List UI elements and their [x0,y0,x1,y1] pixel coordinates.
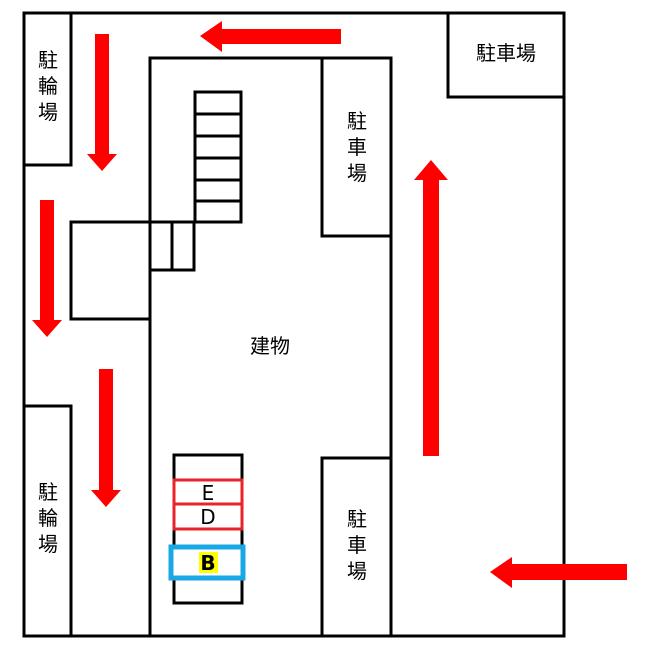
arrow-down-left-2 [32,200,62,337]
parking-top-right [446,11,566,99]
slot-b-label: B [200,551,215,575]
arrow-top-left [200,21,341,52]
bicycle-parking-top-left [22,11,73,167]
parking-bottom-right-label: 駐車場 [347,507,367,583]
slot-b-highlight [199,552,218,573]
building-annex [69,220,152,321]
building-label: 建物 [250,334,290,358]
slot-e[interactable]: E [172,478,244,506]
bicycle-parking-top-left-label: 駐輪場 [38,48,58,124]
slot-d[interactable]: D [172,502,244,531]
arrow-down-left-1 [87,34,117,171]
arrow-up-right [414,160,448,456]
parking-bottom-right [320,456,393,638]
arrow-bottom-right [490,557,627,588]
slot-e-label: E [202,481,215,505]
bicycle-parking-bottom-left [22,404,73,638]
parking-mid-right [320,56,393,238]
stairs-top [193,90,243,224]
arrow-down-left-3 [91,369,121,507]
slot-b[interactable]: B [168,544,246,581]
parking-mid-right-label: 駐車場 [347,109,367,185]
slot-d-label: D [200,505,215,529]
parking-top-right-label: 駐車場 [476,41,536,65]
stairs-landing [148,220,196,272]
bicycle-parking-bottom-left-label: 駐輪場 [38,480,58,556]
